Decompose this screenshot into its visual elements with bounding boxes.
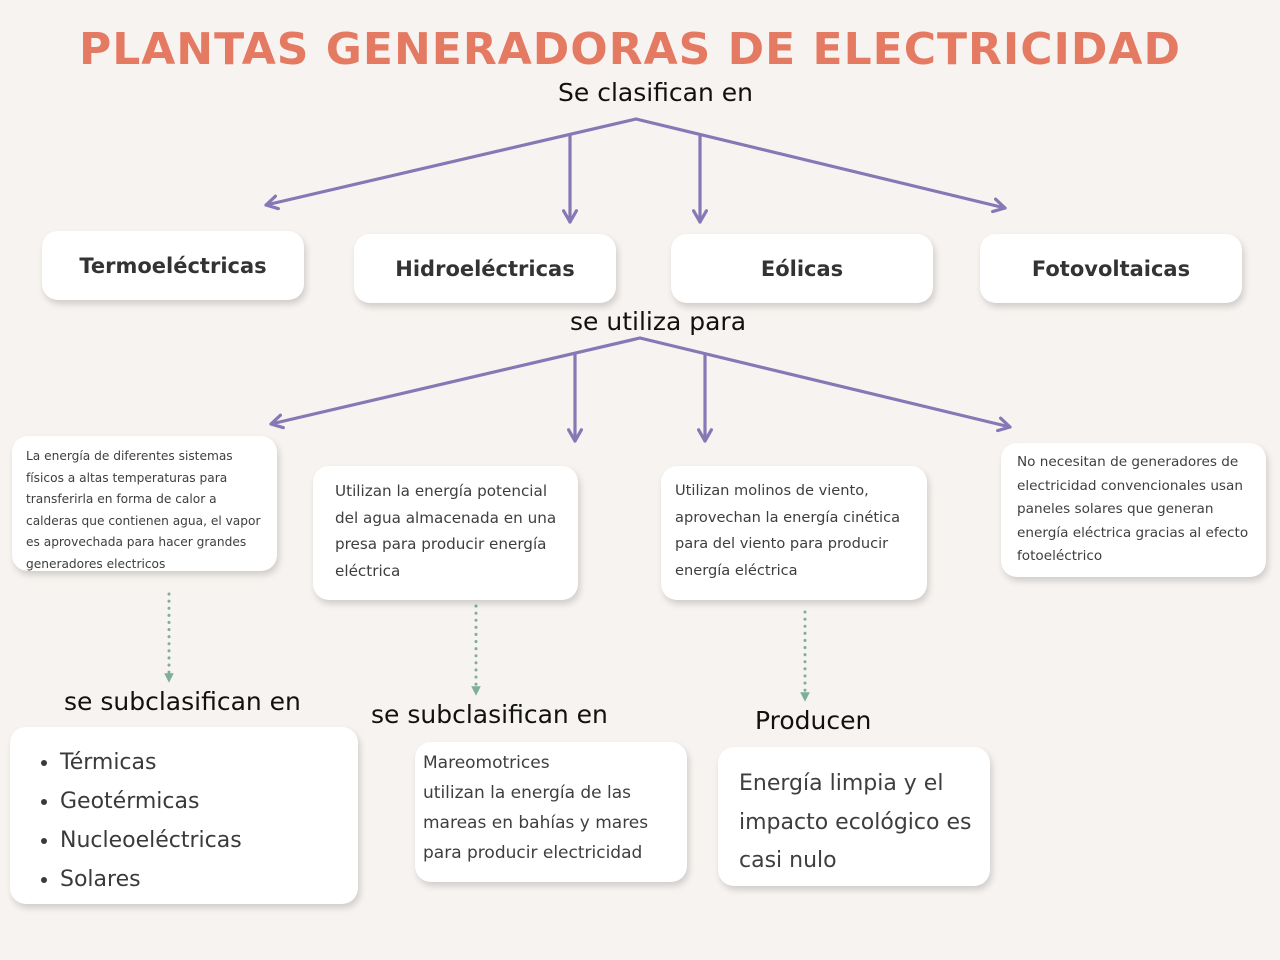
desc-eolicas: Utilizan molinos de viento, aprovechan l… (675, 482, 901, 579)
category-hidroelectricas: Hidroeléctricas (354, 234, 616, 303)
desc-card-fotovoltaicas: No necesitan de generadores de electrici… (1001, 443, 1266, 577)
termo-subtypes-list: Térmicas Geotérmicas Nucleoeléctricas So… (10, 727, 358, 899)
hidro-subtype-card: Mareomotrices utilizan la energía de las… (415, 742, 687, 882)
use-for-arrows (269, 336, 1012, 443)
desc-card-eolicas: Utilizan molinos de viento, aprovechan l… (661, 466, 927, 600)
termo-subtypes-card: Térmicas Geotérmicas Nucleoeléctricas So… (10, 727, 358, 904)
connector-produce: Producen (755, 706, 872, 735)
desc-hidroelectricas: Utilizan la energía potencial del agua a… (335, 482, 557, 580)
hidro-subtype-detail: utilizan la energía de las mareas en bah… (423, 783, 649, 863)
arrow-to-termoelectricas (264, 117, 638, 211)
category-eolicas: Eólicas (671, 234, 933, 303)
eolica-product-card: Energía limpia y el impacto ecológico es… (718, 747, 990, 886)
desc-fotovoltaicas: No necesitan de generadores de electrici… (1017, 454, 1249, 564)
list-item: Térmicas (60, 743, 358, 782)
desc-card-termoelectricas: La energía de diferentes sistemas físico… (12, 436, 277, 571)
arrow-to-desc-termo (269, 336, 642, 430)
page-title: PLANTAS GENERADORAS DE ELECTRICIDAD (78, 24, 1182, 75)
hidro-subtype-name: Mareomotrices (423, 753, 550, 773)
classify-arrows (264, 117, 1007, 224)
eolica-product-text: Energía limpia y el impacto ecológico es… (739, 771, 972, 873)
desc-card-hidroelectricas: Utilizan la energía potencial del agua a… (313, 466, 578, 600)
arrow-to-fotovoltaicas (634, 117, 1007, 214)
list-item: Solares (60, 860, 358, 899)
connector-subclassify-termo: se subclasifican en (64, 687, 301, 716)
arrow-to-desc-foto (638, 336, 1012, 433)
category-fotovoltaicas: Fotovoltaicas (980, 234, 1242, 303)
connector-use-for: se utiliza para (570, 307, 747, 336)
desc-termoelectricas: La energía de diferentes sistemas físico… (26, 449, 261, 571)
list-item: Geotérmicas (60, 782, 358, 821)
dotted-arrows (164, 592, 810, 702)
category-termoelectricas: Termoeléctricas (42, 231, 304, 300)
connector-subclassify-hidro: se subclasifican en (371, 700, 608, 729)
connector-classify: Se clasifican en (558, 78, 754, 107)
hidro-subtype-text: Mareomotrices utilizan la energía de las… (415, 742, 687, 868)
list-item: Nucleoeléctricas (60, 821, 358, 860)
